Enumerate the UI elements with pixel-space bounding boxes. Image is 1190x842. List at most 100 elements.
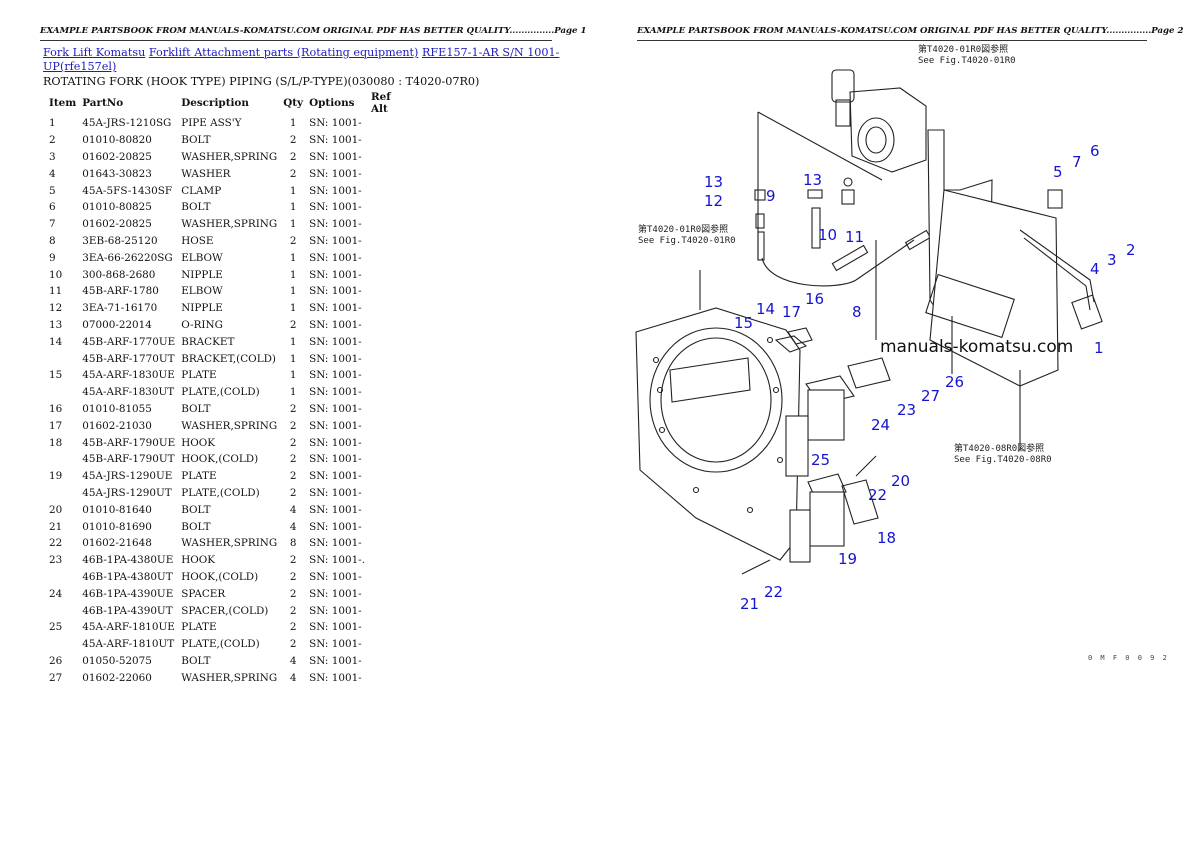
section-title: ROTATING FORK (HOOK TYPE) PIPING (S/L/P-… <box>43 75 480 88</box>
watermark-text: manuals-komatsu.com <box>880 337 1073 357</box>
cell-qty: 1 <box>289 218 297 231</box>
cell-qty: 4 <box>289 520 297 533</box>
cell-description: SPACER,(COLD) <box>181 604 269 617</box>
cell-options: SN: 1001- <box>309 201 362 214</box>
cell-refalt <box>368 585 414 602</box>
cell-options: SN: 1001- <box>309 503 362 516</box>
cell-item: 27 <box>49 671 63 684</box>
cell-qty: 1 <box>289 369 297 382</box>
cell-partno: 01010-81640 <box>82 503 152 516</box>
callout-label: 13 <box>704 173 723 191</box>
cell-description: BOLT <box>181 503 211 516</box>
cell-qty: 2 <box>289 587 297 600</box>
cell-partno: 45A-JRS-1290UT <box>82 486 172 499</box>
breadcrumb-link-model[interactable]: RFE157-1-AR S/N 1001-UP(rfe157el) <box>43 46 560 73</box>
callout-label: 5 <box>1053 163 1063 181</box>
cell-refalt <box>368 199 414 216</box>
cell-refalt <box>368 669 414 686</box>
cell-description: HOOK,(COLD) <box>181 570 259 583</box>
cell-options: SN: 1001- <box>309 352 362 365</box>
table-row: 45A-JRS-1290UT PLATE,(COLD) 2 SN: 1001- <box>43 485 414 502</box>
cell-options: SN: 1001- <box>309 386 362 399</box>
cell-partno: 46B-1PA-4390UE <box>82 587 174 600</box>
cell-refalt <box>368 350 414 367</box>
callout-label: 13 <box>803 171 822 189</box>
cell-qty: 2 <box>289 167 297 180</box>
callout-label: 27 <box>921 387 940 405</box>
cell-qty: 2 <box>289 436 297 449</box>
cell-item: 11 <box>49 285 63 298</box>
cell-description: PIPE ASS'Y <box>181 117 242 130</box>
callout-label: 8 <box>852 303 862 321</box>
breadcrumb-link-category[interactable]: Forklift Attachment parts (Rotating equi… <box>148 46 419 59</box>
cell-options: SN: 1001- <box>309 486 362 499</box>
cell-item: 19 <box>49 470 63 483</box>
cell-description: BOLT <box>181 201 211 214</box>
cell-item: 21 <box>49 520 63 533</box>
cell-partno: 45A-JRS-1210SG <box>82 117 172 130</box>
cell-options: SN: 1001- <box>309 234 362 247</box>
callout-label: 1 <box>1094 339 1104 357</box>
cell-item <box>43 384 79 401</box>
callout-label: 10 <box>818 226 837 244</box>
cell-qty: 2 <box>289 604 297 617</box>
cell-partno: 45A-ARF-1810UT <box>82 638 175 651</box>
cell-refalt <box>368 283 414 300</box>
cell-partno: 45A-JRS-1290UE <box>82 470 173 483</box>
cell-item: 17 <box>49 419 63 432</box>
cell-partno: 01602-21648 <box>82 537 152 550</box>
valve-housing-drawing <box>757 69 927 260</box>
breadcrumb: Fork Lift Komatsu Forklift Attachment pa… <box>43 46 563 74</box>
page-code: 0 M F 0 0 9 2 <box>1088 654 1169 662</box>
page-header-left: EXAMPLE PARTSBOOK FROM MANUALS-KOMATSU.C… <box>40 26 586 41</box>
cell-description: WASHER,SPRING <box>181 218 278 231</box>
cell-refalt <box>368 216 414 233</box>
cell-qty: 1 <box>289 268 297 281</box>
cell-options: SN: 1001-. <box>309 554 365 567</box>
cell-description: ELBOW <box>181 285 223 298</box>
ref-note-left-jp: 第T4020-01R0図参照 <box>638 223 728 235</box>
cell-partno: 01050-52075 <box>82 654 152 667</box>
cell-item: 10 <box>49 268 63 281</box>
column-header-item: Item <box>49 97 77 109</box>
ref-note-left-en: See Fig.T4020-01R0 <box>638 236 736 246</box>
cell-description: PLATE,(COLD) <box>181 486 260 499</box>
cell-item: 22 <box>49 537 63 550</box>
cell-options: SN: 1001- <box>309 654 362 667</box>
cell-qty: 4 <box>289 654 297 667</box>
cell-refalt <box>368 653 414 670</box>
cell-item <box>43 636 79 653</box>
cell-partno: 01602-21030 <box>82 419 152 432</box>
cell-qty: 2 <box>289 402 297 415</box>
cell-partno: 45B-ARF-1790UE <box>82 436 176 449</box>
cell-item: 3 <box>49 150 56 163</box>
callout-label: 9 <box>766 187 776 205</box>
callout-label: 22 <box>868 486 887 504</box>
cell-description: WASHER,SPRING <box>181 537 278 550</box>
cell-item: 24 <box>49 587 63 600</box>
cell-options: SN: 1001- <box>309 117 362 130</box>
breadcrumb-link-brand[interactable]: Fork Lift Komatsu <box>43 46 146 59</box>
cell-item: 20 <box>49 503 63 516</box>
cell-refalt <box>368 636 414 653</box>
parts-table: Item PartNo Description Qty Options Ref … <box>43 91 414 686</box>
cell-partno: 45A-ARF-1810UE <box>82 621 175 634</box>
callout-label: 14 <box>756 300 775 318</box>
cell-qty: 2 <box>289 570 297 583</box>
callout-label: 12 <box>704 192 723 210</box>
cell-options: SN: 1001- <box>309 470 362 483</box>
cell-description: HOOK,(COLD) <box>181 453 259 466</box>
callout-label: 18 <box>877 529 896 547</box>
cell-qty: 2 <box>289 486 297 499</box>
cell-qty: 2 <box>289 134 297 147</box>
